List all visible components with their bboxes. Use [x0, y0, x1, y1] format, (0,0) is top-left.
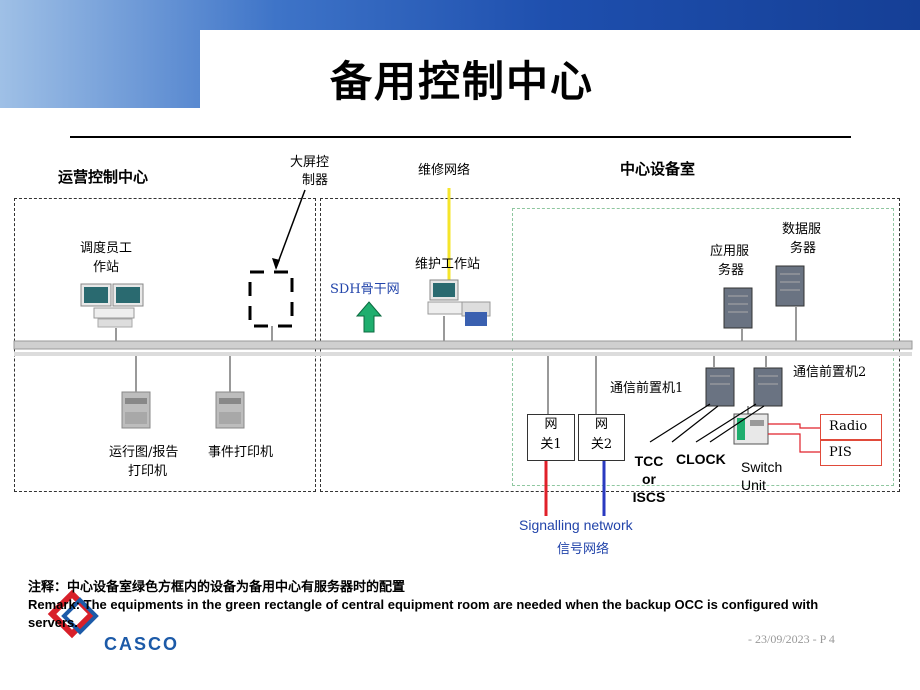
gateway-2: 网 关2: [578, 414, 625, 461]
note-en: Remark: The equipments in the green rect…: [28, 597, 819, 630]
big-screen-label-2: 制器: [302, 173, 329, 188]
switch-label-1: Switch: [741, 459, 783, 475]
link-clock-2: [709, 405, 765, 443]
tcc-label-1: TCC: [634, 453, 664, 469]
title-band: [200, 30, 920, 108]
dispatcher-label-2: 作站: [93, 260, 120, 275]
big-screen-pointer: [275, 189, 306, 269]
signalling-network-cn: 信号网络: [557, 542, 610, 557]
link-clock-1: [695, 403, 757, 443]
equip-room-label: 中心设备室: [620, 160, 696, 178]
occ-label: 运营控制中心: [58, 168, 149, 186]
maintenance-workstation-icon: [427, 279, 491, 326]
tcc-label-2: or: [642, 471, 656, 487]
gateway-2-label-1: 网: [594, 417, 608, 432]
signalling-network-en: Signalling network: [519, 517, 633, 533]
footer-date: - 23/09/2023 - P 4: [748, 632, 835, 646]
link-radio: [768, 423, 820, 429]
slide-title: 备用控制中心: [329, 57, 594, 106]
link-pis: [768, 433, 820, 453]
data-server-label-2: 务器: [790, 241, 817, 256]
clock-label: CLOCK: [676, 451, 726, 467]
report-printer-icon: [121, 391, 151, 429]
gateway-1-label-1: 网: [544, 417, 558, 432]
report-printer-label-1: 运行图/报告: [109, 445, 179, 460]
lan-backbone-2: [14, 352, 912, 356]
event-printer-icon: [215, 391, 245, 429]
switch-unit-icon: [733, 413, 769, 445]
casco-logo-icon: [47, 589, 99, 639]
fep1-icon: [705, 367, 735, 407]
tcc-label-3: ISCS: [632, 489, 666, 505]
switch-label: Switch Unit: [741, 458, 782, 494]
app-server-label-1: 应用服: [710, 244, 750, 259]
title-rule: [70, 136, 851, 138]
gateway-1-label-2: 关1: [540, 437, 562, 452]
fep2-label: 通信前置机2: [793, 365, 867, 380]
lan-backbone: [13, 340, 913, 350]
report-printer-label-2: 打印机: [128, 464, 168, 479]
app-server-label-2: 务器: [718, 263, 745, 278]
casco-logo-text: CASCO: [104, 634, 180, 654]
tcc-label: TCC or ISCS: [632, 452, 666, 506]
app-server-icon: [723, 287, 753, 329]
fep2-icon: [753, 367, 783, 407]
gateway-1: 网 关1: [527, 414, 575, 461]
sdh-arrow-icon: [355, 301, 383, 333]
radio-box: Radio: [820, 414, 882, 440]
link-tcc-2: [671, 405, 719, 443]
big-screen-controller-icon: [248, 270, 294, 328]
switch-label-2: Unit: [741, 477, 766, 493]
data-server-icon: [775, 265, 805, 307]
maint-ws-label: 维护工作站: [415, 257, 481, 272]
big-screen-label-1: 大屏控: [290, 155, 330, 170]
gateway-2-label-2: 关2: [590, 437, 613, 452]
dispatcher-workstation-icon: [80, 283, 144, 328]
sdh-label: SDH骨干网: [330, 282, 400, 297]
maintenance-net-label: 维修网络: [418, 163, 471, 178]
dispatcher-label-1: 调度员工: [80, 241, 133, 256]
pis-box: PIS: [820, 440, 882, 466]
link-tcc-1: [649, 403, 711, 443]
note-cn: 注释：中心设备室绿色方框内的设备为备用中心有服务器时的配置: [28, 579, 406, 594]
data-server-label-1: 数据服: [782, 222, 822, 237]
event-printer-label: 事件打印机: [208, 445, 274, 460]
fep1-label: 通信前置机1: [610, 381, 684, 396]
